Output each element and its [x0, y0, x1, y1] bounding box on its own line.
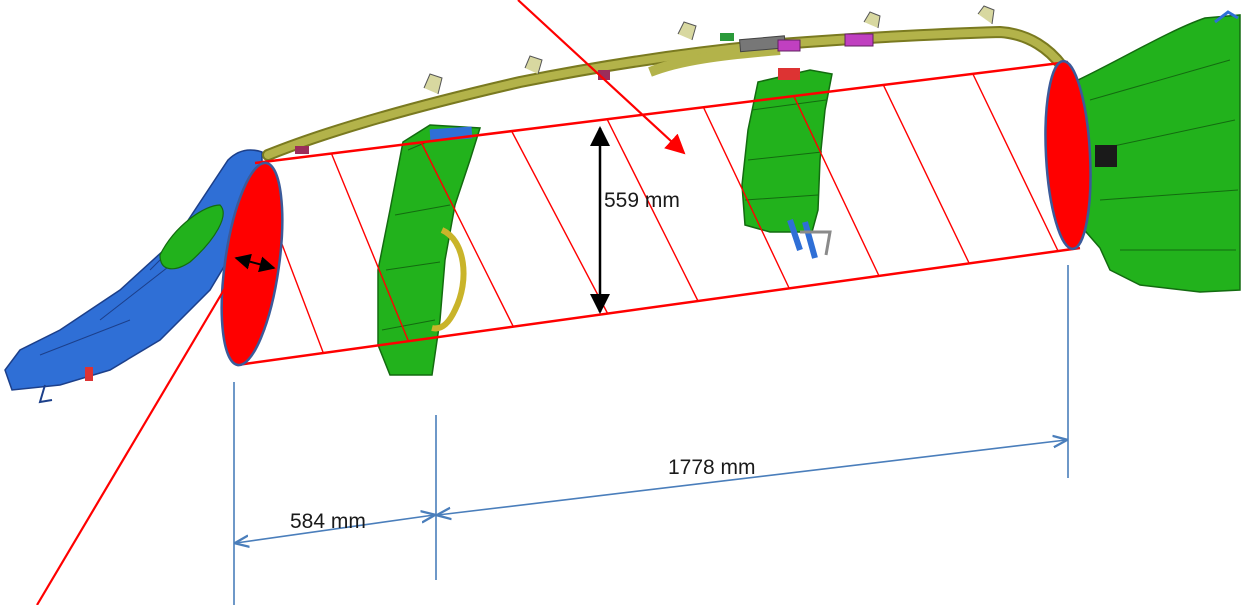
a-pillar-trim — [4, 149, 263, 404]
clearance-arrow — [234, 253, 276, 273]
b-pillar-seatbelt — [431, 227, 467, 332]
top-pointer-arrow — [517, 0, 686, 155]
height-dimension-label: 559 mm — [604, 189, 680, 212]
length-dimension-arrow — [438, 440, 1066, 515]
bottom-left-leader-line — [36, 282, 229, 605]
rear-end-ellipse — [1044, 59, 1092, 251]
envelope-top-edge — [254, 60, 1069, 165]
rear-quarter-trim — [1049, 10, 1241, 293]
offset-dimension-arrow — [236, 515, 434, 543]
a-pillar-grab-handle — [159, 204, 224, 270]
roof-wiring-harness — [262, 5, 1068, 161]
envelope-bottom-edge — [236, 246, 1081, 367]
envelope-cylinder — [220, 59, 1092, 367]
length-dimension-label: 1778 mm — [668, 456, 756, 479]
envelope-hatching — [237, 67, 1061, 361]
c-pillar-trim — [741, 68, 833, 259]
offset-dimension-label: 584 mm — [290, 510, 366, 533]
